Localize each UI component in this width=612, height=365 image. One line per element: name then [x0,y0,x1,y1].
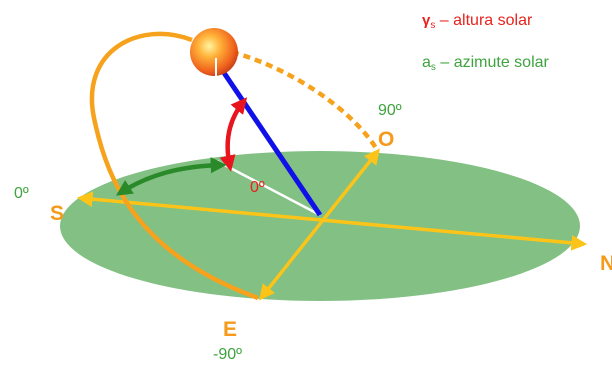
altura-symbol: γ [422,12,431,29]
altura-subscript: s [430,20,436,31]
west-angle-label: 90º [378,102,402,119]
azimute-symbol: a [422,54,431,71]
sun-path-curve [89,31,259,301]
azimute-subscript: s [430,62,436,73]
sun-direction-line [211,56,323,217]
south-angle-label: 0º [14,185,29,202]
east-west-axis [259,148,380,301]
azimute-text: – azimute solar [440,54,549,71]
center-angle-label: 0º [250,179,265,196]
altitude-angle-arrow [219,97,248,172]
north-letter-label: N [600,252,612,275]
south-letter-label: S [50,202,64,225]
east-letter-label: E [223,318,237,341]
azimuth-angle-arrow [115,157,227,196]
west-letter-label: O [378,128,394,151]
legend-altura-solar: γs – altura solar [422,12,532,31]
east-angle-label: -90º [213,346,242,363]
sun-path-dotted [231,49,378,150]
legend-azimute-solar: as – azimute solar [422,54,549,73]
altura-text: – altura solar [439,12,533,29]
sun-icon [190,28,238,76]
